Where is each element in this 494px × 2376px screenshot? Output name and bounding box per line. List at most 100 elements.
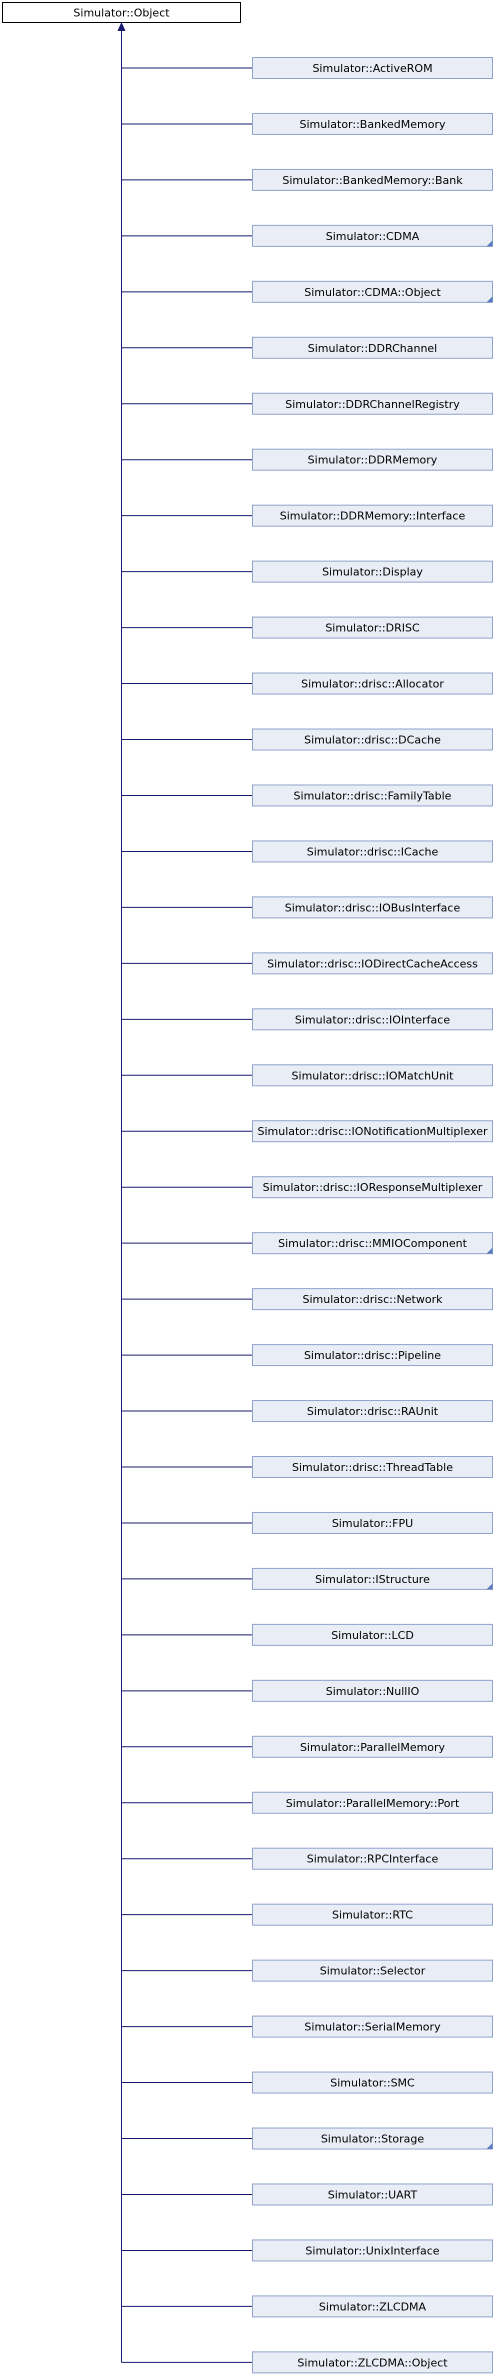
class-node[interactable]: Simulator::Storage bbox=[252, 2127, 493, 2150]
class-node-label: Simulator::drisc::RAUnit bbox=[307, 1405, 439, 1418]
class-node[interactable]: Simulator::CDMA bbox=[252, 224, 493, 247]
class-node[interactable]: Simulator::Display bbox=[252, 560, 493, 583]
class-node[interactable]: Simulator::NullIO bbox=[252, 1679, 493, 1702]
class-node-label: Simulator::SMC bbox=[330, 2077, 415, 2090]
subclass-nodes: Simulator::ActiveROMSimulator::BankedMem… bbox=[252, 57, 493, 2374]
class-node-box bbox=[252, 2071, 493, 2094]
class-node[interactable]: Simulator::CDMA::Object bbox=[252, 280, 493, 303]
class-node[interactable]: Simulator::ParallelMemory bbox=[252, 1735, 493, 1758]
class-node-label: Simulator::DDRChannel bbox=[308, 342, 438, 355]
class-node[interactable]: Simulator::drisc::IONotificationMultiple… bbox=[252, 1120, 493, 1143]
class-node-label: Simulator::DDRMemory::Interface bbox=[280, 510, 466, 523]
class-node[interactable]: Simulator::drisc::FamilyTable bbox=[252, 784, 493, 807]
class-node[interactable]: Simulator::drisc::ICache bbox=[252, 840, 493, 863]
class-node-box bbox=[252, 1400, 493, 1423]
class-node[interactable]: Simulator::RTC bbox=[252, 1903, 493, 1926]
class-node-box bbox=[252, 224, 493, 247]
class-node[interactable]: Simulator::drisc::Pipeline bbox=[252, 1344, 493, 1367]
class-node-box bbox=[252, 1344, 493, 1367]
subclasses-marker-icon bbox=[486, 2143, 493, 2150]
class-node[interactable]: Simulator::Selector bbox=[252, 1959, 493, 1982]
class-node-box bbox=[252, 2295, 493, 2318]
class-node[interactable]: Simulator::drisc::MMIOComponent bbox=[252, 1232, 493, 1255]
class-node[interactable]: Simulator::drisc::Network bbox=[252, 1288, 493, 1311]
class-node-box bbox=[252, 280, 493, 303]
class-node[interactable]: Simulator::drisc::IOResponseMultiplexer bbox=[252, 1176, 493, 1199]
inheritance-arrowhead bbox=[117, 22, 126, 31]
class-node[interactable]: Simulator::FPU bbox=[252, 1511, 493, 1534]
class-node-box bbox=[252, 1567, 493, 1590]
class-node-label: Simulator::drisc::FamilyTable bbox=[294, 789, 452, 802]
class-node[interactable]: Simulator::DDRMemory bbox=[252, 448, 493, 471]
class-node-label: Simulator::drisc::Allocator bbox=[301, 678, 444, 691]
class-node-box bbox=[252, 896, 493, 919]
subclasses-marker-icon bbox=[486, 296, 493, 303]
class-node[interactable]: Simulator::UART bbox=[252, 2183, 493, 2206]
class-node-label: Simulator::drisc::IODirectCacheAccess bbox=[267, 957, 478, 970]
class-node[interactable]: Simulator::IStructure bbox=[252, 1567, 493, 1590]
class-node-box bbox=[252, 57, 493, 79]
class-node[interactable]: Simulator::ZLCDMA bbox=[252, 2295, 493, 2318]
class-node-label: Simulator::BankedMemory bbox=[299, 118, 446, 131]
class-node[interactable]: Simulator::ZLCDMA::Object bbox=[252, 2351, 493, 2374]
class-node-label: Simulator::ParallelMemory bbox=[300, 1741, 446, 1754]
class-node[interactable]: Simulator::drisc::Allocator bbox=[252, 672, 493, 695]
class-node-box bbox=[252, 2015, 493, 2038]
class-node[interactable]: Simulator::drisc::IOBusInterface bbox=[252, 896, 493, 919]
class-node[interactable]: Simulator::drisc::IOMatchUnit bbox=[252, 1064, 493, 1087]
class-node-box bbox=[252, 1735, 493, 1758]
class-node-label: Simulator::ZLCDMA::Object bbox=[297, 2356, 448, 2369]
class-node[interactable]: Simulator::DDRMemory::Interface bbox=[252, 504, 493, 527]
class-node-box bbox=[252, 1847, 493, 1870]
class-node-box bbox=[252, 952, 493, 975]
subclasses-marker-icon bbox=[486, 1583, 493, 1590]
class-node-label: Simulator::drisc::ThreadTable bbox=[292, 1461, 453, 1474]
class-node[interactable]: Simulator::DRISC bbox=[252, 616, 493, 639]
class-node-label: Simulator::DDRChannelRegistry bbox=[285, 398, 460, 411]
class-node[interactable]: Simulator::drisc::DCache bbox=[252, 728, 493, 751]
class-node[interactable]: Simulator::BankedMemory bbox=[252, 112, 493, 135]
root-node[interactable]: Simulator::Object bbox=[2, 2, 241, 23]
class-node-box bbox=[252, 1120, 493, 1143]
class-node-label: Simulator::FPU bbox=[332, 1517, 413, 1530]
class-node[interactable]: Simulator::RPCInterface bbox=[252, 1847, 493, 1870]
class-node[interactable]: Simulator::drisc::ThreadTable bbox=[252, 1456, 493, 1478]
subclasses-marker-icon bbox=[486, 1247, 493, 1254]
class-node[interactable]: Simulator::ActiveROM bbox=[252, 57, 493, 79]
class-node-label: Simulator::UnixInterface bbox=[305, 2244, 439, 2257]
root-node-label: Simulator::Object bbox=[73, 7, 170, 20]
class-node-label: Simulator::RTC bbox=[332, 1909, 413, 1922]
class-node-label: Simulator::drisc::Network bbox=[303, 1293, 444, 1306]
class-node-label: Simulator::Selector bbox=[320, 1965, 426, 1978]
class-node[interactable]: Simulator::DDRChannel bbox=[252, 336, 493, 359]
inheritance-edges bbox=[121, 30, 253, 2363]
class-node[interactable]: Simulator::DDRChannelRegistry bbox=[252, 392, 493, 415]
class-node-box bbox=[252, 1176, 493, 1199]
class-node[interactable]: Simulator::drisc::RAUnit bbox=[252, 1400, 493, 1423]
class-node-box bbox=[252, 1008, 493, 1031]
class-node-label: Simulator::drisc::DCache bbox=[304, 734, 441, 747]
class-node-box bbox=[252, 1232, 493, 1255]
class-node-box bbox=[252, 784, 493, 807]
class-node-box bbox=[252, 672, 493, 695]
class-node-label: Simulator::ParallelMemory::Port bbox=[286, 1797, 460, 1810]
class-node[interactable]: Simulator::drisc::IODirectCacheAccess bbox=[252, 952, 493, 975]
class-node[interactable]: Simulator::drisc::IOInterface bbox=[252, 1008, 493, 1031]
class-node[interactable]: Simulator::ParallelMemory::Port bbox=[252, 1791, 493, 1814]
class-node-label: Simulator::NullIO bbox=[326, 1685, 420, 1698]
subclasses-marker-icon bbox=[486, 240, 493, 247]
class-node[interactable]: Simulator::LCD bbox=[252, 1623, 493, 1646]
class-node[interactable]: Simulator::SerialMemory bbox=[252, 2015, 493, 2038]
class-node-label: Simulator::SerialMemory bbox=[304, 2021, 441, 2034]
class-node-label: Simulator::Storage bbox=[321, 2133, 425, 2146]
class-node-box bbox=[252, 1623, 493, 1646]
class-node[interactable]: Simulator::BankedMemory::Bank bbox=[252, 168, 493, 191]
class-node-label: Simulator::ActiveROM bbox=[312, 62, 432, 75]
class-node-box bbox=[252, 616, 493, 639]
class-node-box bbox=[252, 560, 493, 583]
class-node[interactable]: Simulator::UnixInterface bbox=[252, 2239, 493, 2262]
class-node-label: Simulator::drisc::IOMatchUnit bbox=[292, 1069, 455, 1082]
class-node-label: Simulator::DRISC bbox=[325, 622, 420, 635]
class-node[interactable]: Simulator::SMC bbox=[252, 2071, 493, 2094]
